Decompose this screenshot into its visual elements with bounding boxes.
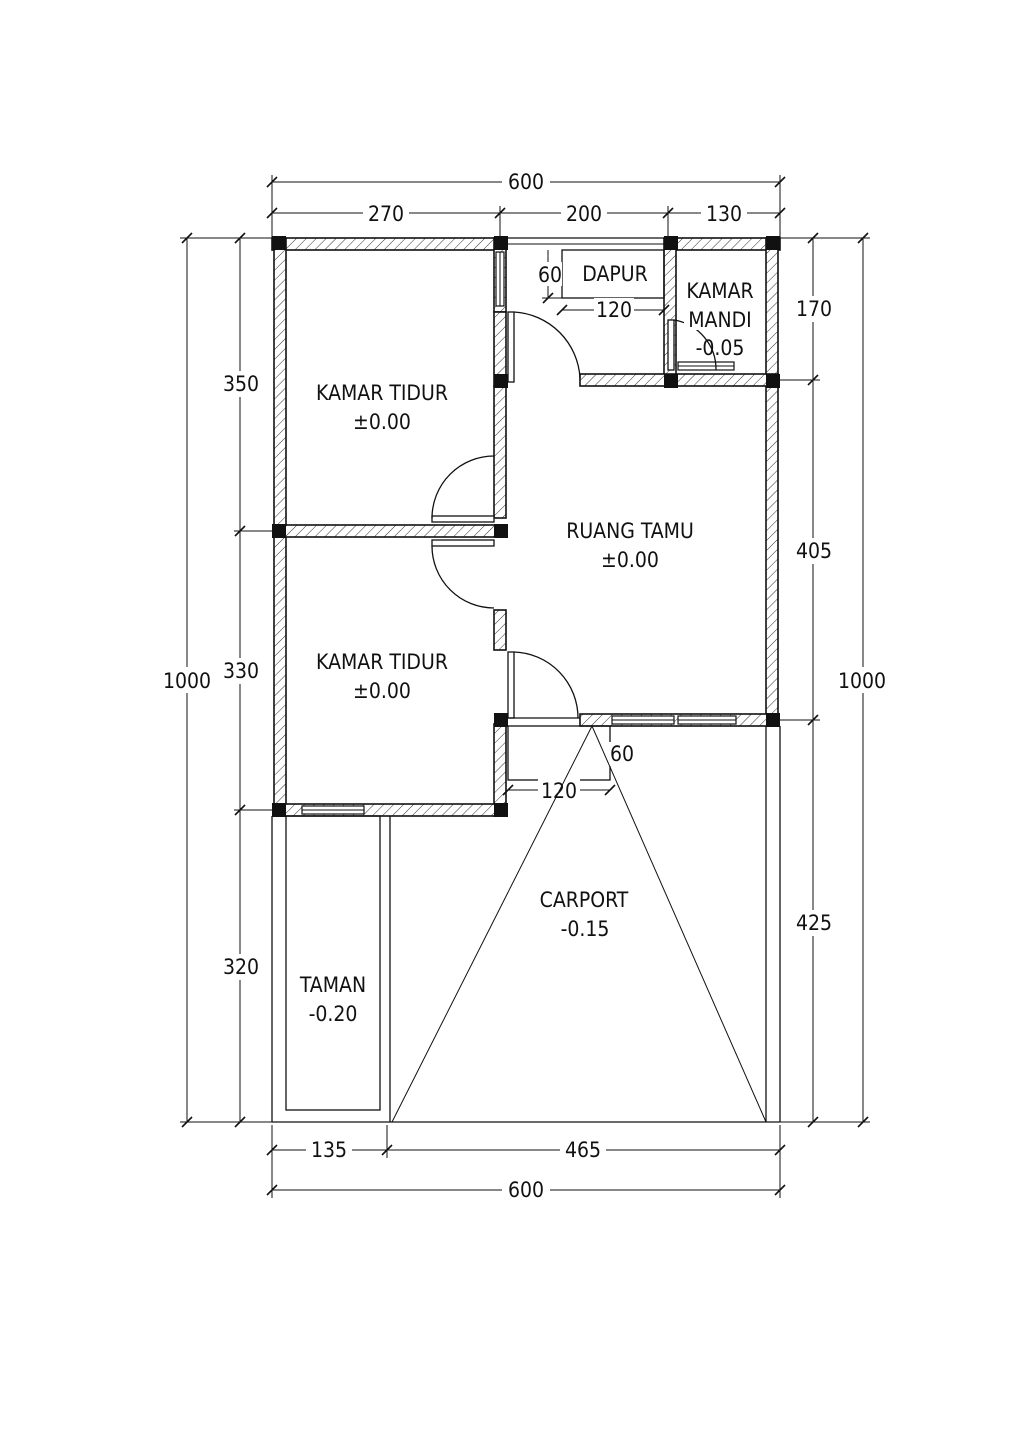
kamar-mandi-level: -0.05 (696, 336, 745, 360)
dim-bottom-segment-2: 465 (565, 1138, 601, 1162)
carport-level: -0.15 (561, 917, 610, 941)
carport-lines (391, 725, 767, 1123)
columns (272, 236, 780, 817)
dapur-sink-width: 120 (596, 298, 632, 322)
kamar-mandi-name-1: KAMAR (686, 279, 753, 303)
dim-left-segment-3: 320 (223, 955, 259, 979)
taman-name: TAMAN (299, 973, 366, 997)
kamar-tidur-1-name: KAMAR TIDUR (316, 381, 448, 405)
dimension-top: 600 270 200 130 (266, 170, 786, 240)
dim-left-total: 1000 (163, 669, 211, 693)
dapur-name: DAPUR (582, 262, 647, 286)
dim-bottom-segment-1: 135 (311, 1138, 347, 1162)
room-kamar-mandi: KAMAR MANDI -0.05 (680, 278, 762, 360)
kamar-tidur-2-name: KAMAR TIDUR (316, 650, 448, 674)
site-outline (271, 237, 781, 1123)
dim-right-segment-1: 170 (796, 297, 832, 321)
dim-right-segment-2: 405 (796, 539, 832, 563)
room-dapur: DAPUR (582, 262, 647, 286)
dimension-right: 170 405 425 1000 (776, 232, 891, 1128)
dim-right-total: 1000 (838, 669, 886, 693)
room-ruang-tamu: RUANG TAMU ±0.00 (566, 519, 694, 572)
ruang-tamu-name: RUANG TAMU (566, 519, 694, 543)
dim-top-total: 600 (508, 170, 544, 194)
room-kamar-tidur-2: KAMAR TIDUR ±0.00 (316, 650, 448, 703)
room-taman: TAMAN -0.20 (299, 973, 366, 1026)
dapur-sink-height: 60 (538, 263, 562, 287)
dapur-counter: 60 120 (536, 249, 670, 322)
doors (431, 311, 717, 719)
room-carport: CARPORT -0.15 (528, 886, 640, 941)
kamar-mandi-name-2: MANDI (688, 308, 751, 332)
walls (271, 237, 781, 817)
step-height: 60 (610, 742, 634, 766)
ruang-tamu-level: ±0.00 (601, 548, 659, 572)
front-step: 120 60 (502, 725, 636, 803)
kamar-tidur-1-level: ±0.00 (353, 410, 411, 434)
dim-left-segment-2: 330 (223, 659, 259, 683)
windows (301, 251, 737, 815)
room-kamar-tidur-1: KAMAR TIDUR ±0.00 (316, 381, 448, 434)
dim-right-segment-3: 425 (796, 911, 832, 935)
dim-top-segment-3: 130 (706, 202, 742, 226)
dimension-bottom: 135 465 600 (266, 1125, 786, 1202)
taman-level: -0.20 (309, 1002, 358, 1026)
dimension-left: 1000 350 330 320 (160, 232, 276, 1128)
kamar-tidur-2-level: ±0.00 (353, 679, 411, 703)
dim-top-segment-2: 200 (566, 202, 602, 226)
dim-bottom-total: 600 (508, 1178, 544, 1202)
dim-left-segment-1: 350 (223, 372, 259, 396)
dim-top-segment-1: 270 (368, 202, 404, 226)
carport-name: CARPORT (540, 888, 629, 912)
